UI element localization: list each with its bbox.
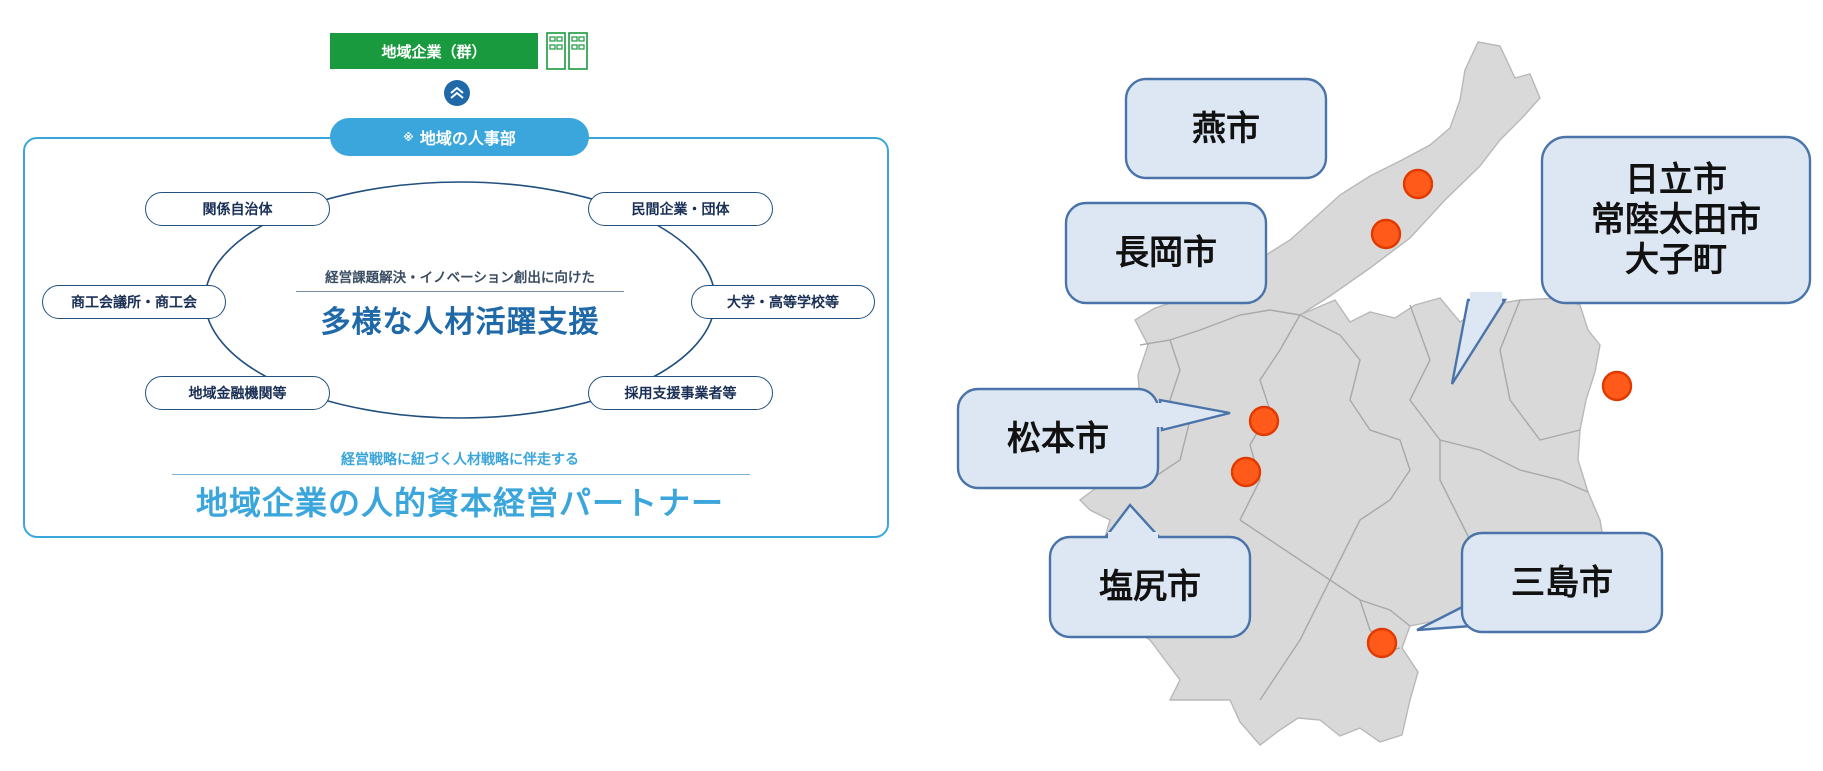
node-universities: 大学・高等学校等 [691,285,875,319]
callout-box-hitachi [1540,135,1812,305]
node-chamber-of-commerce: 商工会議所・商工会 [42,285,226,319]
node-financial-institutions: 地域金融機関等 [145,376,330,410]
callout-boxes [956,77,1812,639]
bottom-title: 地域企業の人的資本経営パートナー [195,484,724,522]
city-name: 燕市 [1192,108,1260,149]
callout-box-matsumoto [956,387,1160,490]
city-name: 三島市 [1511,562,1613,603]
city-name: 長岡市 [1115,233,1217,273]
marker-hitachi [1601,370,1633,402]
node-local-government: 関係自治体 [145,192,330,226]
city-name: 日立市 [1625,160,1727,200]
marker-tsubame [1402,168,1434,200]
callout-box-tsubame [1124,77,1328,180]
marker-matsumoto [1248,405,1280,437]
node-recruitment-support: 採用支援事業者等 [588,376,773,410]
regional-hr-tab: ※ 地域の人事部 [330,118,589,156]
city-name: 常陸太田市 [1591,200,1761,240]
regional-companies-label: 地域企業（群） [330,33,538,69]
city-name: 大子町 [1625,240,1727,280]
callout-shiojiri: 塩尻市 [1050,537,1250,637]
callout-mishima: 三島市 [1462,533,1662,632]
bottom-divider [172,474,750,475]
center-divider [296,291,624,292]
building-icon [546,32,588,70]
marker-nagaoka [1370,218,1402,250]
center-title: 多様な人材活躍支援 [320,305,600,340]
callout-tsubame: 燕市 [1126,79,1326,178]
city-name: 松本市 [1007,418,1109,459]
callout-matsumoto: 松本市 [958,389,1158,488]
callout-nagaoka: 長岡市 [1066,203,1266,303]
talent-support-diagram: 地域企業（群） ※ 地域の人事部 関係自治体 民間企業・団体 商工会議所・商工会… [0,0,900,771]
city-name: 塩尻市 [1099,567,1201,607]
callout-hitachi: 日立市 常陸太田市 大子町 [1542,137,1810,303]
node-private-companies: 民間企業・団体 [588,192,773,226]
center-subtitle: 経営課題解決・イノベーション創出に向けた [325,270,595,286]
regional-hr-label: 地域の人事部 [419,129,516,148]
callout-box-mishima [1460,531,1664,634]
bottom-subtitle: 経営戦略に紐づく人材戦略に伴走する [341,452,579,468]
map-canvas [956,41,1812,746]
callout-box-nagaoka [1064,201,1268,305]
marker-mishima [1366,627,1398,659]
city-markers [1230,168,1633,659]
japan-region-map: 燕市 長岡市 日立市 常陸太田市 大子町 松本市 塩尻市 三島市 [940,0,1823,771]
chevron-up-icon [444,80,470,106]
note-mark: ※ [403,130,414,144]
marker-shiojiri [1230,456,1262,488]
